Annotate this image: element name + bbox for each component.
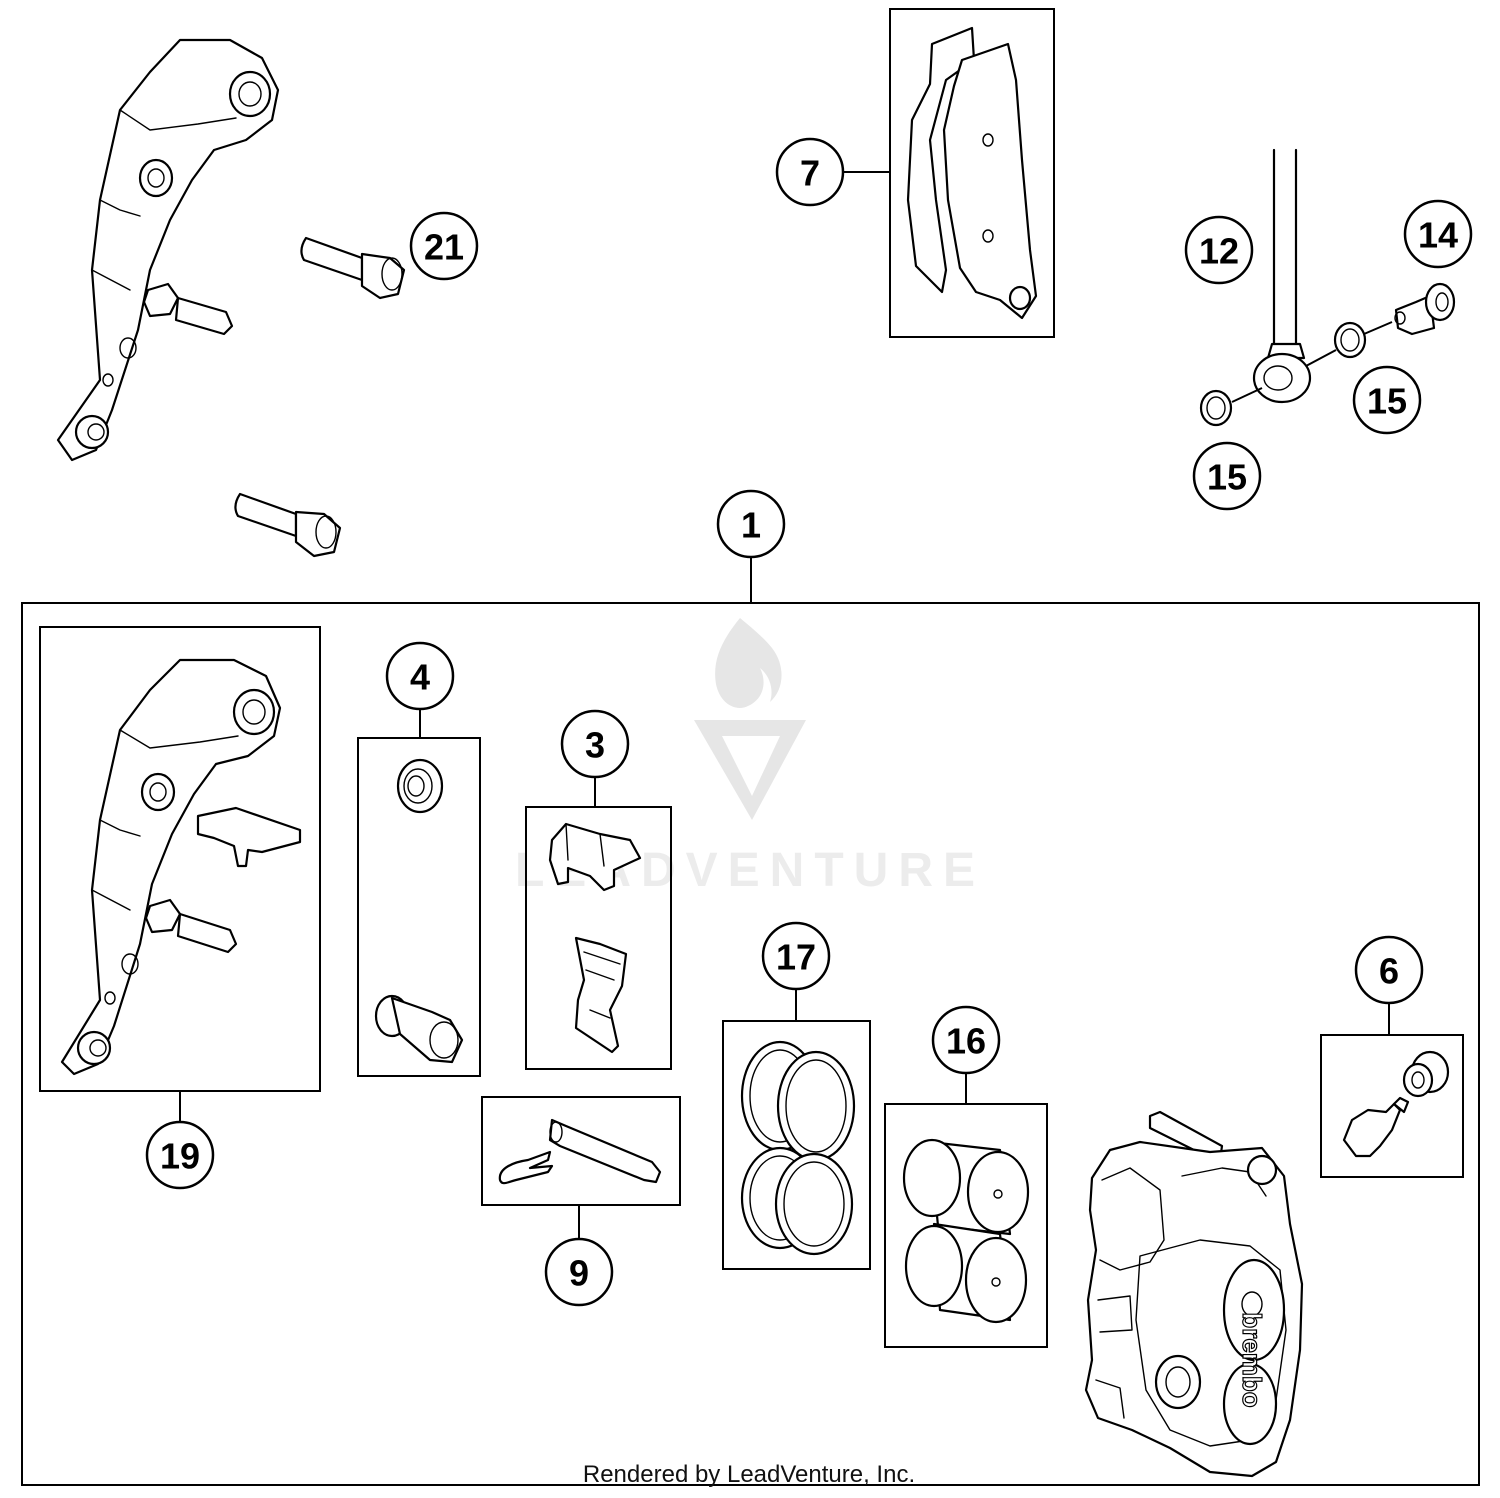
brake-line xyxy=(1252,148,1312,404)
callout-14: 14 xyxy=(1403,199,1473,269)
callout-19: 19 xyxy=(145,1120,215,1190)
bleeder-cap xyxy=(1402,1050,1450,1098)
washer-15-right xyxy=(1333,321,1367,359)
banjo-bolt xyxy=(1394,282,1456,336)
bolt-21-upper xyxy=(300,236,406,300)
caliper-body: brembo xyxy=(1084,1110,1304,1478)
svg-text:17: 17 xyxy=(776,937,816,978)
pistons xyxy=(902,1138,1030,1324)
callout-7: 7 xyxy=(775,137,845,207)
watermark-flame-icon xyxy=(715,618,782,708)
bleeder-box-6 xyxy=(1320,1034,1464,1178)
caliper-bracket-kit xyxy=(60,658,302,1076)
callout-4: 4 xyxy=(385,641,455,711)
pad-spring xyxy=(548,822,642,892)
pad-pin xyxy=(548,1118,662,1184)
callout-6: 6 xyxy=(1354,935,1424,1005)
seal-bushing xyxy=(396,758,444,814)
cotter-pin xyxy=(498,1150,554,1185)
callout-9: 9 xyxy=(544,1237,614,1307)
pad-retainer-clip xyxy=(574,936,628,1054)
svg-text:6: 6 xyxy=(1379,951,1399,992)
washer-15-left xyxy=(1199,389,1233,427)
svg-text:16: 16 xyxy=(946,1021,986,1062)
svg-text:4: 4 xyxy=(410,657,430,698)
svg-text:15: 15 xyxy=(1207,457,1247,498)
callout-1: 1 xyxy=(716,489,786,559)
callout-15-left: 15 xyxy=(1192,441,1262,511)
bolt-21-lower xyxy=(234,492,342,558)
parts-box-9 xyxy=(481,1096,681,1206)
callout-15-right: 15 xyxy=(1352,365,1422,435)
callout-3: 3 xyxy=(560,709,630,779)
svg-text:12: 12 xyxy=(1199,231,1239,272)
watermark-v-icon xyxy=(694,720,806,820)
svg-text:19: 19 xyxy=(160,1136,200,1177)
svg-text:3: 3 xyxy=(585,725,605,766)
svg-text:1: 1 xyxy=(741,505,761,546)
parts-box-3 xyxy=(525,806,672,1070)
svg-text:7: 7 xyxy=(800,153,820,194)
rendered-by-footer: Rendered by LeadVenture, Inc. xyxy=(583,1461,915,1488)
piston-seals xyxy=(740,1040,856,1256)
brake-pads xyxy=(906,26,1038,320)
callout-17: 17 xyxy=(761,921,831,991)
callout-21: 21 xyxy=(409,211,479,281)
svg-text:14: 14 xyxy=(1418,215,1458,256)
svg-text:15: 15 xyxy=(1367,381,1407,422)
guide-bolt-4 xyxy=(374,994,464,1064)
caliper-bracket-top xyxy=(56,38,280,462)
svg-text:21: 21 xyxy=(424,227,464,268)
callout-12: 12 xyxy=(1184,215,1254,285)
callout-16: 16 xyxy=(931,1005,1001,1075)
caliper-brand-logo: brembo xyxy=(1237,1312,1267,1407)
bleeder-valve xyxy=(1342,1096,1410,1158)
svg-text:9: 9 xyxy=(569,1253,589,1294)
